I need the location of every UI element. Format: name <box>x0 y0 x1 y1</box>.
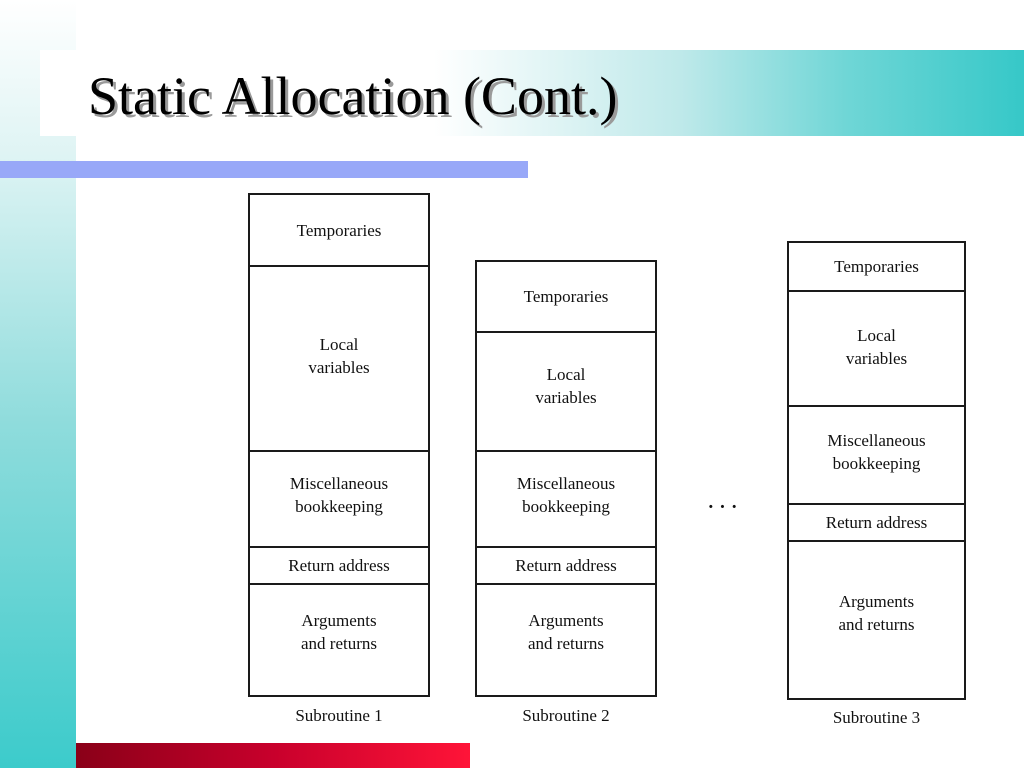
misc-bookkeeping-cell: Miscellaneous bookkeeping <box>477 452 655 548</box>
subroutine-2-caption: Subroutine 2 <box>522 706 610 725</box>
misc-bookkeeping-cell: Miscellaneous bookkeeping <box>250 452 428 548</box>
subroutine-2-stack: Temporaries Local variables Miscellaneou… <box>475 260 657 697</box>
subroutine-3-stack: Temporaries Local variables Miscellaneou… <box>787 241 966 700</box>
title-underline-rule <box>0 161 528 178</box>
more-subroutines-ellipsis: ··· <box>706 492 742 521</box>
temporaries-cell: Temporaries <box>477 262 655 333</box>
return-address-cell: Return address <box>477 548 655 585</box>
local-variables-cell: Local variables <box>250 267 428 452</box>
arguments-returns-cell: Arguments and returns <box>527 611 604 653</box>
misc-bookkeeping-cell: Miscellaneous bookkeeping <box>789 407 964 505</box>
subroutine-1-stack: Temporaries Local variables Miscellaneou… <box>248 193 430 697</box>
return-address-cell: Return address <box>789 505 964 542</box>
title-band <box>40 50 1024 136</box>
local-variables-cell: Local variables <box>477 333 655 452</box>
subroutine-3-caption: Subroutine 3 <box>832 708 921 727</box>
temporaries-cell: Temporaries <box>789 243 964 292</box>
local-variables-cell: Local variables <box>789 292 964 407</box>
slide-title: Static Allocation (Cont.) <box>88 66 618 126</box>
subroutine-1-caption: Subroutine 1 <box>295 706 383 725</box>
return-address-cell: Return address <box>250 548 428 585</box>
temporaries-cell: Temporaries <box>250 195 428 267</box>
arguments-returns-cell: Arguments and returns <box>838 592 915 634</box>
arguments-returns-cell: Arguments and returns <box>300 611 377 653</box>
bottom-accent-rule <box>76 743 470 768</box>
